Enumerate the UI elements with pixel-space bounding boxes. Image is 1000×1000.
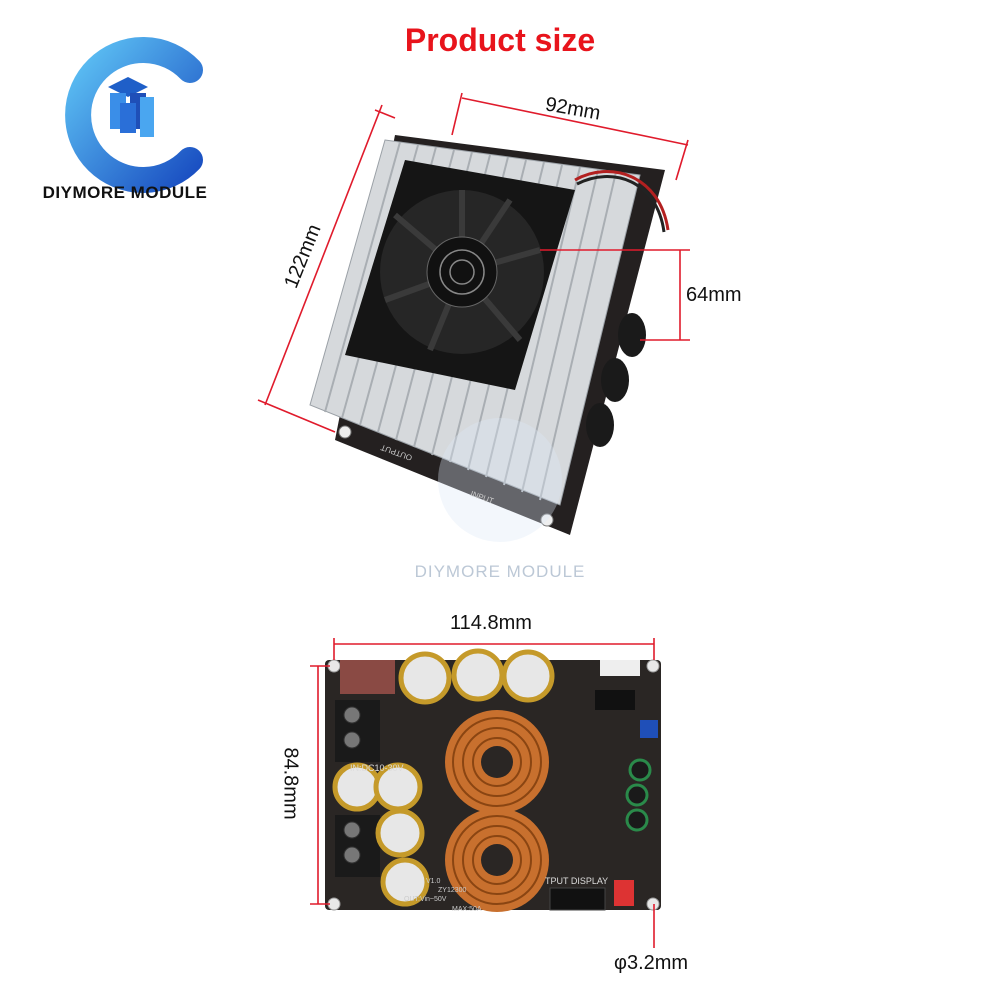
max-current-label: MAX:50A xyxy=(452,906,482,913)
watermark-logo xyxy=(438,418,562,542)
side-capacitors xyxy=(586,313,646,447)
version-label: V1.0 xyxy=(426,878,441,885)
capacitors xyxy=(332,648,555,907)
page-title: Product size xyxy=(404,22,596,58)
fan-height-label: 64mm xyxy=(686,284,742,306)
model-label: ZY12300 xyxy=(438,887,467,894)
dimension-lines-bottom xyxy=(310,638,655,948)
out-spec-label: OUT:Vin~50V xyxy=(404,896,447,903)
brand-logo xyxy=(65,37,203,193)
mounting-holes-top xyxy=(338,425,554,527)
dimension-lines-top xyxy=(257,92,690,433)
toroidal-inductors xyxy=(445,710,549,912)
brand-name: DIYMORE MODULE xyxy=(42,183,208,202)
input-spec-label: IN:DC10-30V xyxy=(350,763,404,773)
board-width-label: 114.8mm xyxy=(450,612,532,634)
hole-diameter-label: φ3.2mm xyxy=(614,952,689,974)
output-display-label: TPUT DISPLAY xyxy=(545,876,609,886)
watermark-text: DIYMORE MODULE xyxy=(414,562,586,581)
input-connector xyxy=(340,660,395,694)
board-height-label: 84.8mm xyxy=(279,747,302,820)
small-components xyxy=(549,660,658,911)
